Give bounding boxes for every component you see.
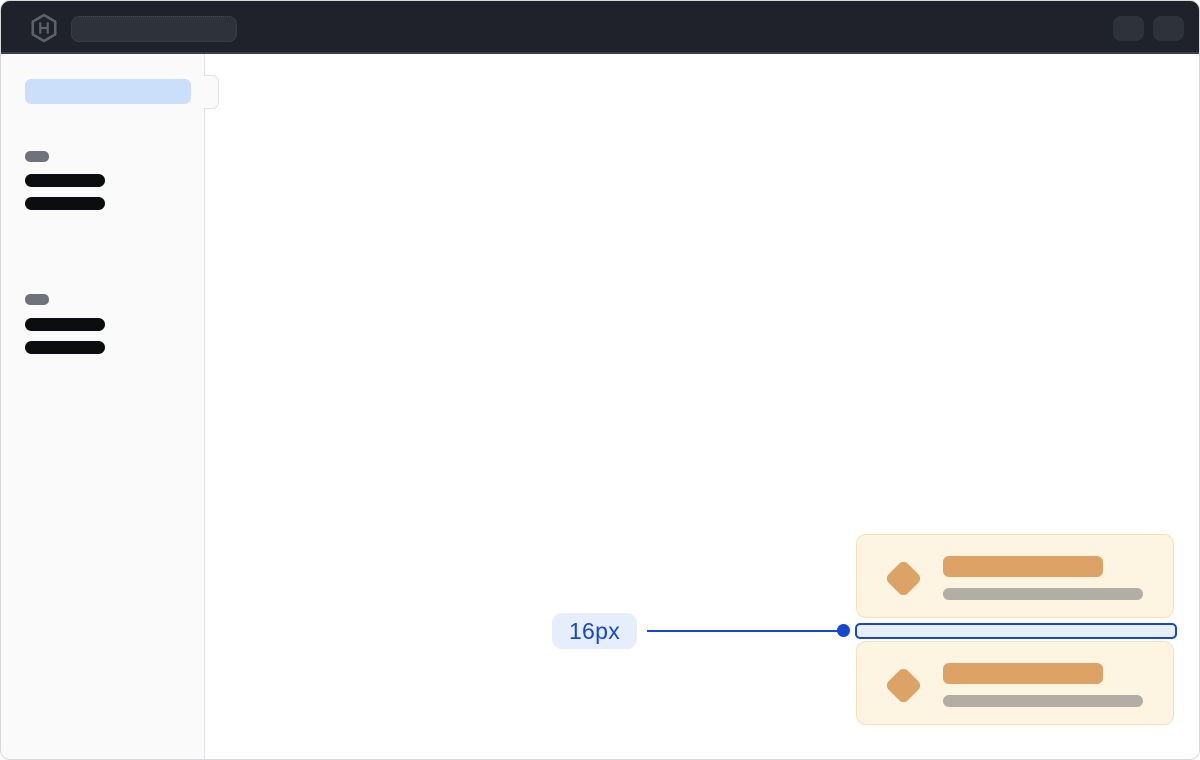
spacing-label: 16px xyxy=(552,613,637,649)
diamond-icon xyxy=(884,559,923,598)
topbar-action-button[interactable] xyxy=(1113,16,1144,41)
topbar xyxy=(1,1,1199,54)
sidebar-collapse-handle[interactable] xyxy=(204,75,219,109)
sidebar-nav-item[interactable] xyxy=(25,174,105,187)
sidebar-nav-item[interactable] xyxy=(25,341,105,354)
sidebar-section-header xyxy=(25,151,49,162)
sidebar-nav-item[interactable] xyxy=(25,197,105,210)
card-subtitle-placeholder xyxy=(943,695,1143,707)
card-title-placeholder xyxy=(943,556,1103,577)
hashicorp-logo-icon[interactable] xyxy=(28,12,60,44)
card-subtitle-placeholder xyxy=(943,588,1143,600)
search-input[interactable] xyxy=(71,16,237,42)
card-title-placeholder xyxy=(943,663,1103,684)
spacing-highlight-box xyxy=(855,623,1177,639)
skeleton-card[interactable] xyxy=(856,534,1174,618)
sidebar-section-header xyxy=(25,294,49,305)
sidebar xyxy=(1,54,205,759)
diamond-icon xyxy=(884,666,923,705)
skeleton-card[interactable] xyxy=(856,641,1174,725)
measure-dot xyxy=(837,624,850,637)
sidebar-active-item[interactable] xyxy=(25,79,191,104)
sidebar-nav-item[interactable] xyxy=(25,318,105,331)
topbar-action-button[interactable] xyxy=(1153,16,1184,41)
measure-line xyxy=(647,630,843,632)
